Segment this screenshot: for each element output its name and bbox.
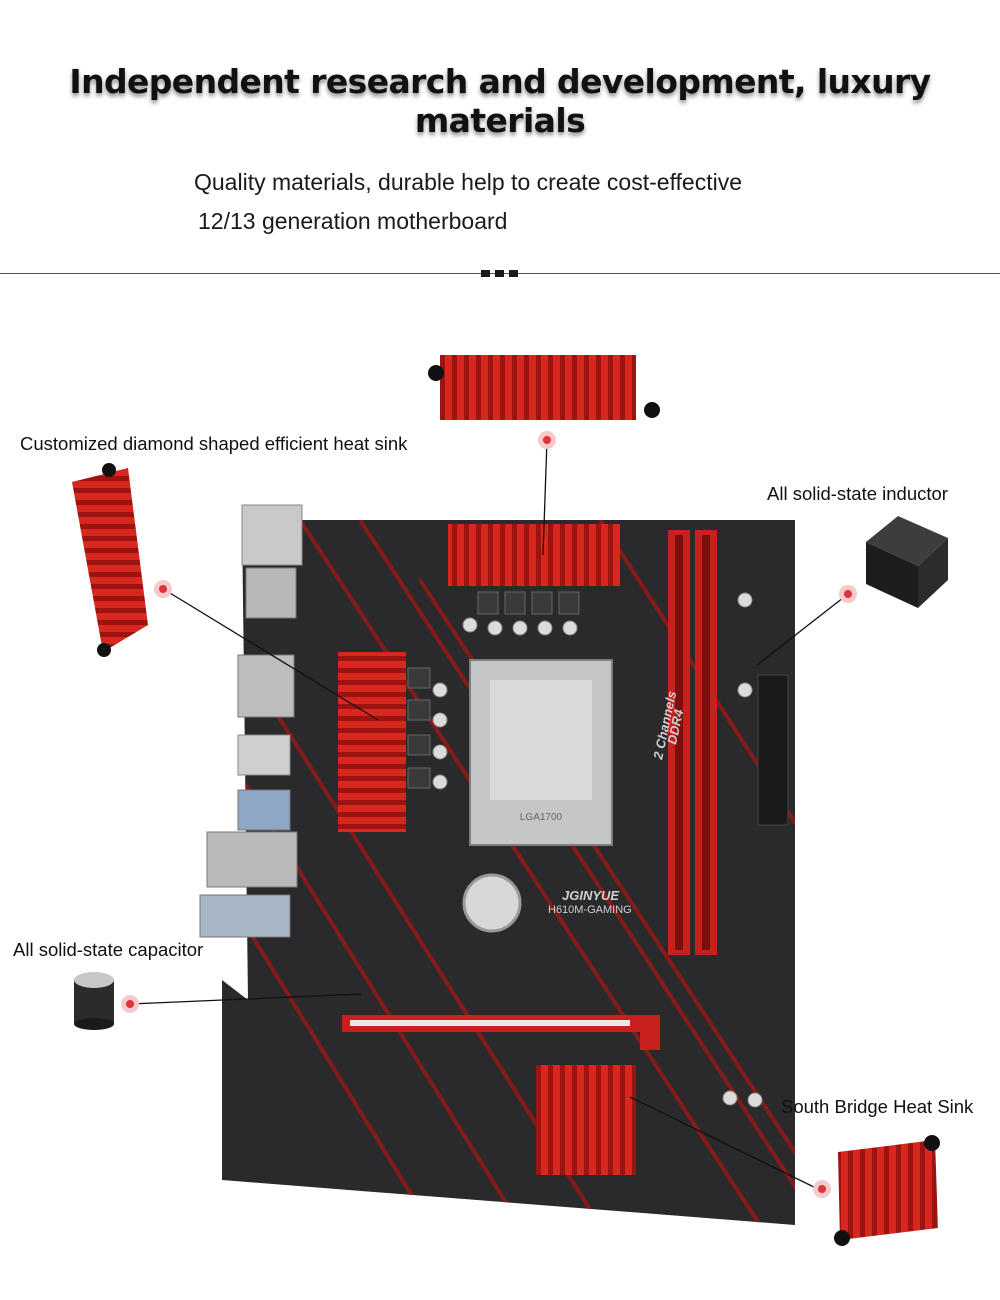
cpu-socket: LGA1700 (469, 659, 613, 846)
vrm-chokes (407, 591, 580, 789)
loose-diamond-heatsink (72, 463, 148, 657)
io-ports (199, 504, 303, 938)
callout-leader-lines (129, 439, 849, 1191)
board-capacitors (432, 592, 763, 1108)
subtitle-line-1: Quality materials, durable help to creat… (194, 169, 743, 195)
callout-diamond-heatsink: Customized diamond shaped efficient heat… (20, 433, 408, 454)
vrm-left-heatsink (338, 652, 406, 832)
atx-power-connector (757, 674, 789, 826)
board-model: H610M-GAMING (548, 904, 632, 916)
divider-dot (481, 270, 490, 277)
memory-slots: 2 Channels DDR4 (650, 530, 717, 955)
subtitle-line-2: 12/13 generation motherboard (198, 208, 508, 234)
callout-marker-dots (121, 431, 857, 1198)
divider-dot (509, 270, 518, 277)
loose-top-heatsink (428, 355, 660, 420)
headline: Independent research and development, lu… (69, 62, 931, 140)
memory-label-line2: DDR4 (664, 707, 686, 745)
chipset-heatsink (536, 1065, 636, 1175)
cmos-battery (462, 873, 522, 933)
socket-label: LGA1700 (520, 812, 563, 823)
callout-inductor: All solid-state inductor (767, 483, 948, 504)
callout-capacitor: All solid-state capacitor (13, 939, 204, 960)
vrm-top-heatsink (448, 524, 620, 586)
loose-capacitor (74, 972, 114, 1030)
loose-inductor (866, 516, 948, 608)
board-brand: JGINYUE (562, 888, 619, 903)
loose-southbridge-heatsink (834, 1135, 940, 1246)
pcie-slot (342, 1015, 660, 1050)
callout-south-bridge-heatsink: South Bridge Heat Sink (781, 1096, 974, 1117)
divider-dot (495, 270, 504, 277)
